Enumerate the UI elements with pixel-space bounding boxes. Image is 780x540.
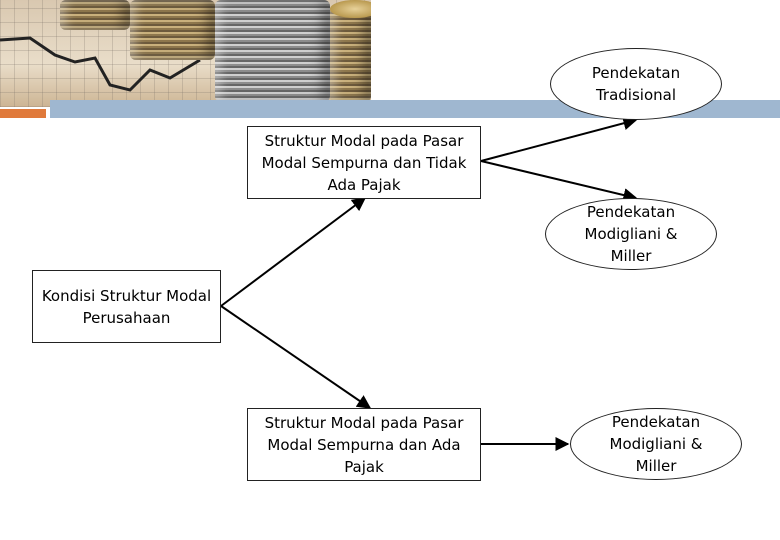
coin-stack (130, 0, 215, 60)
chart-trend-line (0, 36, 201, 92)
header-accent-bar-orange (0, 109, 46, 118)
node-label: Struktur Modal pada Pasar Modal Sempurna… (261, 131, 467, 194)
node-label: Struktur Modal pada Pasar Modal Sempurna… (264, 413, 464, 476)
node-label: Kondisi Struktur Modal Perusahaan (41, 286, 212, 327)
node-pendekatan-mm-2: Pendekatan Modigliani & Miller (570, 408, 742, 480)
coin-face (330, 0, 371, 18)
node-pasar-sempurna-tanpa-pajak: Struktur Modal pada Pasar Modal Sempurna… (247, 126, 481, 199)
header-coins-photo (0, 0, 371, 107)
arrow-to-tanpa-pajak (220, 197, 367, 307)
node-pendekatan-mm-1: Pendekatan Modigliani & Miller (545, 198, 717, 270)
node-label: Pendekatan Modigliani & Miller (584, 203, 678, 265)
coin-stack (330, 6, 371, 102)
node-kondisi-struktur-modal: Kondisi Struktur Modal Perusahaan (32, 270, 221, 343)
arrow-to-mm-1 (480, 160, 638, 202)
node-pasar-sempurna-ada-pajak: Struktur Modal pada Pasar Modal Sempurna… (247, 408, 481, 481)
node-label: Pendekatan Modigliani & Miller (609, 413, 703, 475)
node-pendekatan-tradisional: Pendekatan Tradisional (550, 48, 722, 120)
node-label: Pendekatan Tradisional (591, 64, 681, 104)
arrow-to-tradisional (480, 116, 638, 162)
arrow-to-ada-pajak (220, 305, 372, 409)
coin-stack (215, 0, 330, 102)
coin-stack (60, 0, 130, 30)
